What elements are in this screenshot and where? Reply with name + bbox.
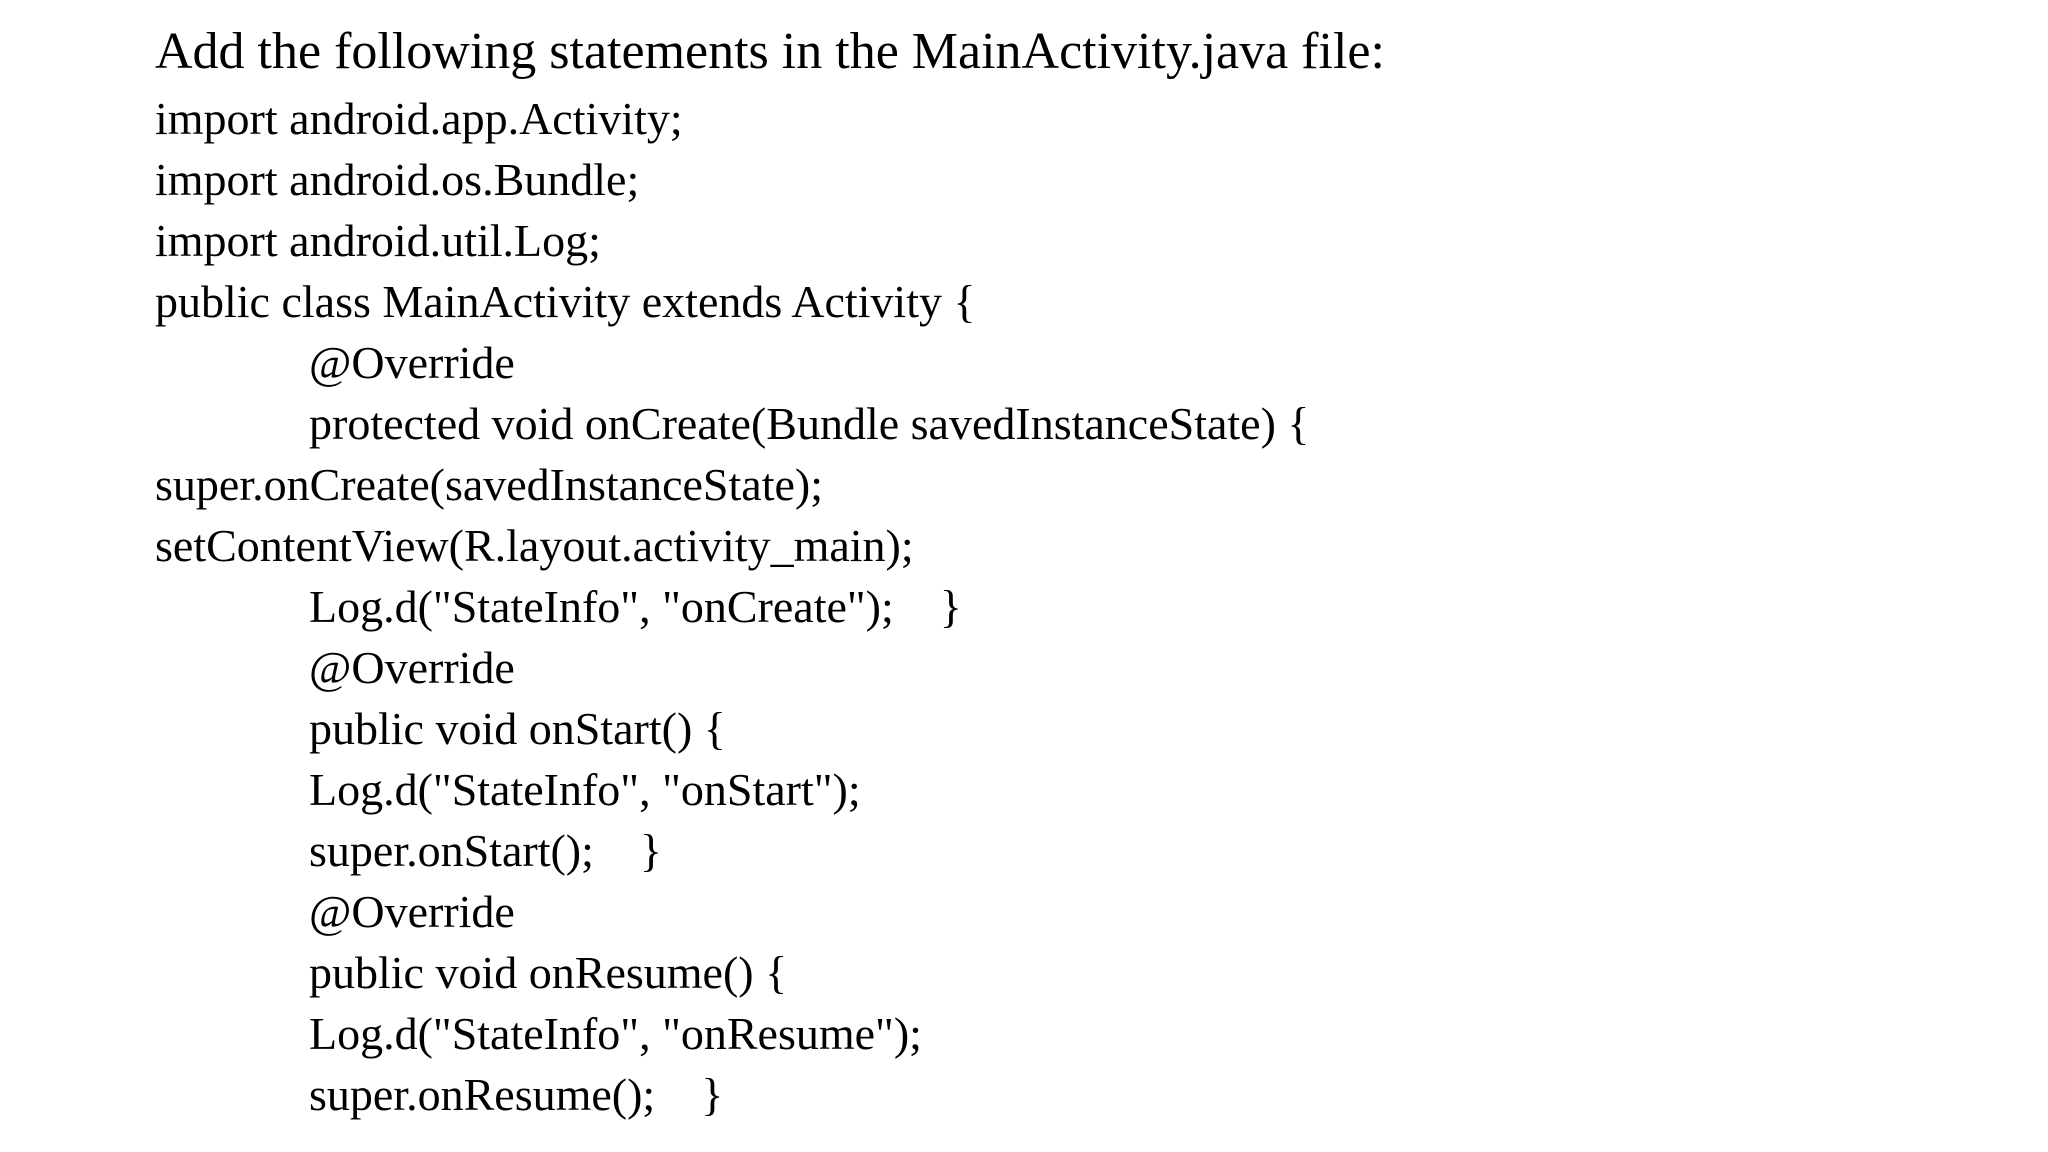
- code-block: import android.app.Activity; import andro…: [155, 88, 2008, 1125]
- code-line: Log.d("StateInfo", "onResume");: [309, 1008, 922, 1059]
- code-line: public void onStart() {: [309, 703, 726, 754]
- code-line: super.onStart(); }: [309, 825, 662, 876]
- code-line: protected void onCreate(Bundle savedInst…: [309, 398, 1310, 449]
- code-line: @Override: [309, 886, 515, 937]
- code-line: super.onResume(); }: [309, 1069, 724, 1120]
- code-line: @Override: [309, 642, 515, 693]
- code-line: import android.util.Log;: [155, 215, 601, 266]
- code-line: super.onCreate(savedInstanceState);: [155, 459, 824, 510]
- page-title: Add the following statements in the Main…: [155, 23, 1385, 80]
- code-line: Log.d("StateInfo", "onCreate"); }: [309, 581, 962, 632]
- code-line: setContentView(R.layout.activity_main);: [155, 520, 914, 571]
- code-line: public class MainActivity extends Activi…: [155, 276, 976, 327]
- code-line: import android.app.Activity;: [155, 93, 683, 144]
- code-line: public void onResume() {: [309, 947, 788, 998]
- code-line: @Override: [309, 337, 515, 388]
- code-line: Log.d("StateInfo", "onStart");: [309, 764, 861, 815]
- code-line: import android.os.Bundle;: [155, 154, 640, 205]
